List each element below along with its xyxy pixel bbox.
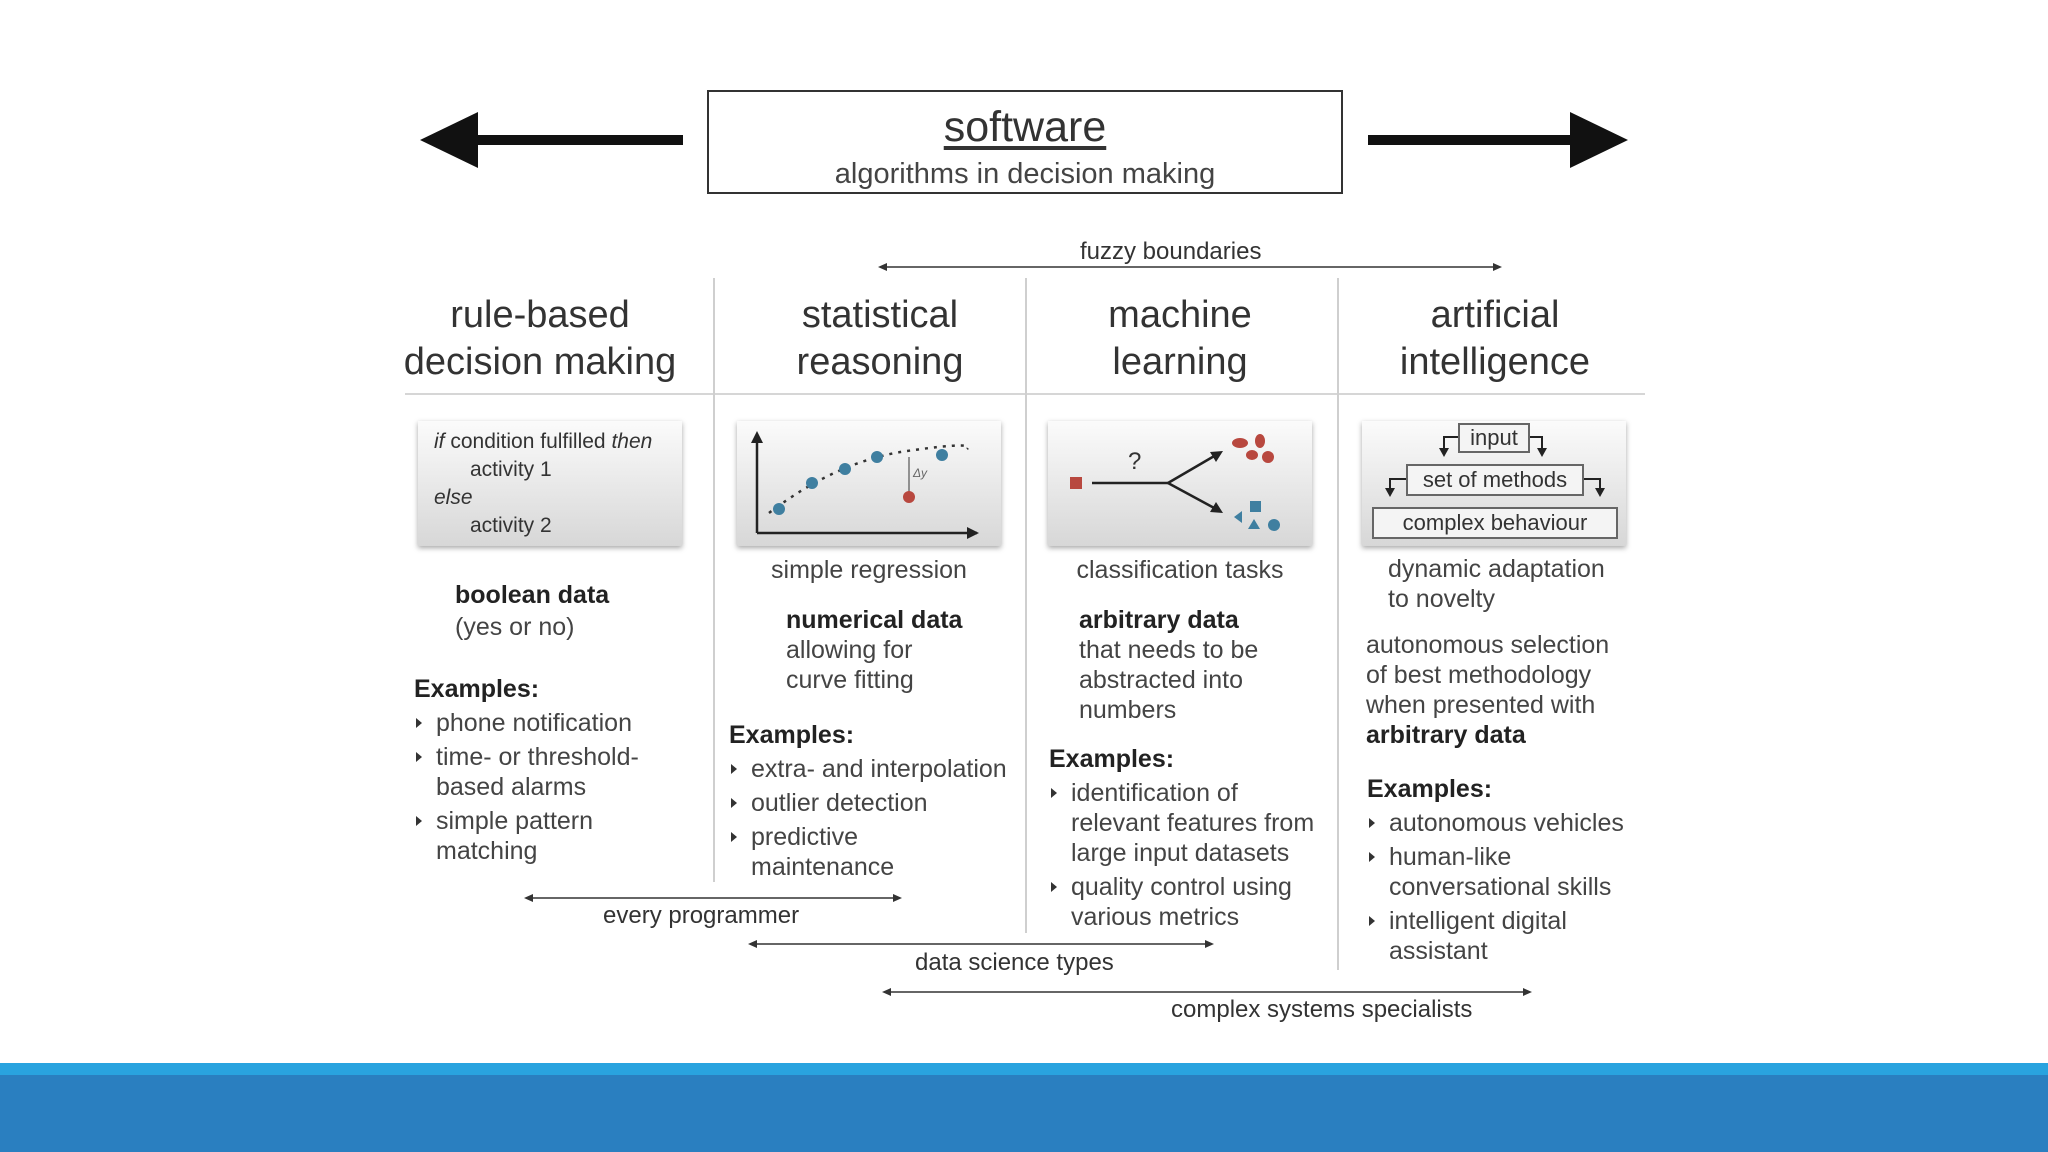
example-text: quality control using [1071, 873, 1292, 901]
regression-plot: Δy [737, 421, 1001, 546]
behaviour-box: complex behaviour [1372, 507, 1618, 539]
list-item: autonomous vehicles [1367, 808, 1657, 838]
data-type-boolean: boolean data [455, 580, 609, 610]
example-text: autonomous vehicles [1389, 809, 1624, 837]
keyword-else: else [434, 484, 473, 512]
example-text: human-like [1389, 843, 1511, 871]
example-text: phone notification [436, 709, 632, 737]
heading-line: statistical [730, 292, 1030, 339]
fuzzy-boundaries-arrow [878, 260, 1502, 274]
example-text: simple pattern [436, 807, 593, 835]
footer-accent-bar [0, 1063, 2048, 1075]
header-subtitle: algorithms in decision making [709, 156, 1341, 192]
heading-statistical: statistical reasoning [730, 292, 1030, 386]
code-activity-2: activity 2 [470, 512, 552, 540]
arbitrary-description: abstracted into [1079, 665, 1243, 695]
data-type-arbitrary-ai: arbitrary data [1366, 720, 1526, 750]
list-item: extra- and interpolation [729, 754, 1029, 784]
rule-panel: if condition fulfilled then activity 1 e… [418, 421, 682, 546]
heading-line: rule-based [390, 292, 690, 339]
examples-label: Examples: [414, 675, 539, 704]
data-type-numerical: numerical data [786, 605, 962, 635]
boolean-description: (yes or no) [455, 612, 574, 642]
numerical-description: curve fitting [786, 665, 914, 695]
caption-regression: simple regression [737, 555, 1001, 585]
code-line-if: if condition fulfilled then [434, 428, 652, 456]
example-text: conversational skills [1389, 873, 1611, 901]
examples-label: Examples: [729, 721, 854, 750]
arbitrary-description: numbers [1079, 695, 1176, 725]
keyword-then: then [611, 430, 652, 453]
numerical-description: allowing for [786, 635, 912, 665]
example-text: identification of [1071, 779, 1238, 807]
arbitrary-description: that needs to be [1079, 635, 1258, 665]
footer-bar [0, 1075, 2048, 1152]
heading-line: machine [1030, 292, 1330, 339]
ai-description: of best methodology [1366, 660, 1591, 690]
examples-list-rule-based: phone notification time- or threshold-ba… [414, 708, 704, 870]
example-text: matching [436, 837, 537, 865]
example-text: predictive [751, 823, 858, 851]
data-science-label: data science types [915, 949, 1114, 977]
regression-panel: Δy [737, 421, 1001, 546]
complex-systems-label: complex systems specialists [1171, 996, 1472, 1024]
every-programmer-label: every programmer [603, 902, 799, 930]
code-activity-1: activity 1 [470, 456, 552, 484]
ai-caption: to novelty [1388, 584, 1495, 614]
ai-description: autonomous selection [1366, 630, 1609, 660]
caption-classification: classification tasks [1048, 555, 1312, 585]
heading-line: decision making [390, 339, 690, 386]
classification-panel: ? [1048, 421, 1312, 546]
example-text: outlier detection [751, 789, 928, 817]
heading-rule-based: rule-based decision making [390, 292, 690, 386]
list-item: phone notification [414, 708, 704, 738]
delta-y-label: Δy [912, 466, 928, 480]
condition-text: condition fulfilled [450, 430, 605, 453]
example-text: various metrics [1071, 903, 1239, 931]
heading-ai: artificial intelligence [1345, 292, 1645, 386]
example-text: maintenance [751, 853, 894, 881]
methods-box: set of methods [1406, 464, 1584, 496]
classification-plot: ? [1048, 421, 1312, 546]
heading-line: intelligence [1345, 339, 1645, 386]
example-text: intelligent digital [1389, 907, 1567, 935]
heading-line: artificial [1345, 292, 1645, 339]
column-separator [713, 278, 715, 882]
list-item: time- or threshold-based alarms [414, 742, 704, 802]
example-text: time- or threshold- [436, 743, 639, 771]
ai-description: when presented with [1366, 690, 1595, 720]
input-box: input [1458, 423, 1530, 453]
examples-list-statistical: extra- and interpolation outlier detecti… [729, 754, 1029, 886]
left-arrow [420, 110, 690, 170]
keyword-if: if [434, 430, 445, 453]
ai-panel: input set of methods complex behaviour [1362, 421, 1626, 546]
software-box: software algorithms in decision making [707, 90, 1343, 194]
header-title: software [709, 102, 1341, 152]
right-arrow [1366, 110, 1628, 170]
question-mark: ? [1128, 448, 1141, 475]
list-item: outlier detection [729, 788, 1029, 818]
example-text: extra- and interpolation [751, 755, 1007, 783]
data-type-arbitrary: arbitrary data [1079, 605, 1239, 635]
heading-line: reasoning [730, 339, 1030, 386]
example-text: assistant [1389, 937, 1488, 965]
heading-line: learning [1030, 339, 1330, 386]
heading-machine-learning: machine learning [1030, 292, 1330, 386]
examples-label: Examples: [1367, 775, 1492, 804]
example-text: relevant features from [1071, 809, 1314, 837]
example-text: large input datasets [1071, 839, 1289, 867]
example-text: based alarms [436, 773, 586, 801]
examples-label: Examples: [1049, 745, 1174, 774]
ai-caption: dynamic adaptation [1388, 554, 1605, 584]
